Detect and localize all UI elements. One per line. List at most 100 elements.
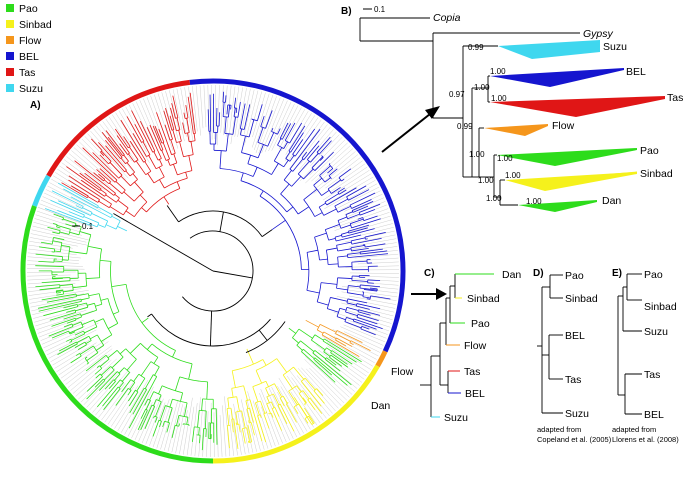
clade-branch [226, 104, 229, 115]
clade-branch [305, 319, 319, 328]
clade-arc [120, 379, 124, 383]
clade-arc [79, 353, 82, 357]
clade-branch [159, 159, 163, 166]
clade-arc [280, 137, 283, 140]
clade-branch [285, 151, 291, 159]
clade-arc [355, 303, 358, 307]
clade-arc [134, 159, 139, 163]
leaf-line [251, 93, 270, 148]
clade-branch [259, 414, 262, 418]
clade-branch [271, 408, 282, 431]
clade-branch [276, 358, 288, 373]
clade-branch [135, 160, 147, 175]
clade-branch [133, 373, 140, 382]
leaf-line [280, 109, 306, 152]
clade-branch [267, 132, 275, 147]
clade-branch [334, 234, 342, 238]
leaf-line [79, 141, 112, 173]
legend-item-flow: Flow [6, 35, 42, 47]
clade-branch [70, 355, 82, 364]
clade-branch [330, 354, 349, 368]
panel-b-label: B) [341, 6, 352, 17]
leaf-line [345, 309, 392, 324]
leaf-line [246, 408, 257, 452]
leaf-line [322, 170, 370, 201]
clade-branch [360, 209, 376, 216]
clade-branch [335, 333, 351, 342]
clade-arc [319, 175, 326, 183]
clade-branch [118, 367, 125, 374]
clade-branch [326, 357, 337, 366]
panel-e-caption-line-1: adapted from [612, 425, 656, 434]
clade-arc [349, 340, 352, 343]
clade-branch [336, 337, 353, 347]
clade-branch [59, 231, 70, 235]
support-dan: 1.00 [526, 197, 542, 206]
clade-branch [249, 407, 254, 423]
leaf-line [104, 382, 134, 423]
clade-branch [320, 282, 338, 285]
clade-arc [86, 234, 92, 254]
leaf-line [260, 388, 283, 444]
clade-branch [314, 212, 323, 217]
clade-branch [158, 128, 165, 143]
panel-b-scale-label: 0.1 [374, 5, 386, 14]
clade-branch [77, 344, 87, 350]
leaf-line [172, 89, 185, 142]
clade-branch [120, 119, 147, 162]
leaf-line [220, 85, 224, 133]
clade-branch [82, 147, 118, 181]
clade-branch [281, 123, 292, 140]
leaf-line [27, 252, 81, 259]
clade-branch [104, 369, 115, 381]
clade-branch [47, 226, 61, 231]
clade-branch [302, 397, 307, 403]
backbone-arc [245, 321, 286, 354]
clade-branch [178, 423, 180, 427]
panel-c-label: C) [424, 268, 435, 279]
clade-arc [336, 277, 338, 289]
leaf-line [301, 367, 339, 409]
clade-arc [274, 160, 284, 168]
clade-branch [109, 206, 124, 216]
leaf-line [357, 261, 399, 265]
clade-branch [82, 207, 93, 213]
clade-branch [255, 370, 262, 384]
clade-branch [96, 169, 111, 183]
clade-branch [161, 150, 167, 161]
clade-branch [111, 215, 121, 222]
clade-branch [144, 374, 154, 389]
clade-branch [129, 343, 141, 354]
panel-e: E) Pao Sinbad Suzu Tas BEL adapted from … [612, 268, 679, 444]
clade-branch [335, 234, 362, 242]
leaf-line [54, 342, 97, 369]
clade-branch [270, 401, 275, 408]
clade-branch [304, 407, 315, 424]
clade-branch [225, 133, 229, 152]
panel-b: B) 0.1 [341, 5, 683, 212]
clade-branch [63, 323, 73, 328]
clade-branch [284, 122, 296, 141]
clade-branch [144, 398, 149, 406]
clade-branch [148, 155, 157, 169]
clade-arc [247, 163, 272, 175]
clade-branch [114, 194, 120, 199]
clade-arc [161, 385, 183, 394]
clade-branch [198, 427, 200, 436]
clade-branch [129, 140, 144, 163]
clade-branch [327, 308, 339, 313]
leaf-line [350, 246, 398, 253]
clade-branch [164, 124, 171, 141]
clade-branch [347, 292, 364, 296]
clade-triangle-tas [490, 96, 665, 117]
leaf-line [167, 394, 183, 452]
clade-branch [111, 356, 124, 369]
clade-branch [93, 172, 104, 182]
clade-branch [35, 265, 64, 267]
leaf-line [277, 386, 304, 434]
clade-branch [91, 224, 98, 228]
leaf-line [67, 353, 110, 388]
clade-branch [117, 199, 129, 209]
clade-branch [225, 95, 227, 103]
clade-branch [79, 345, 94, 355]
